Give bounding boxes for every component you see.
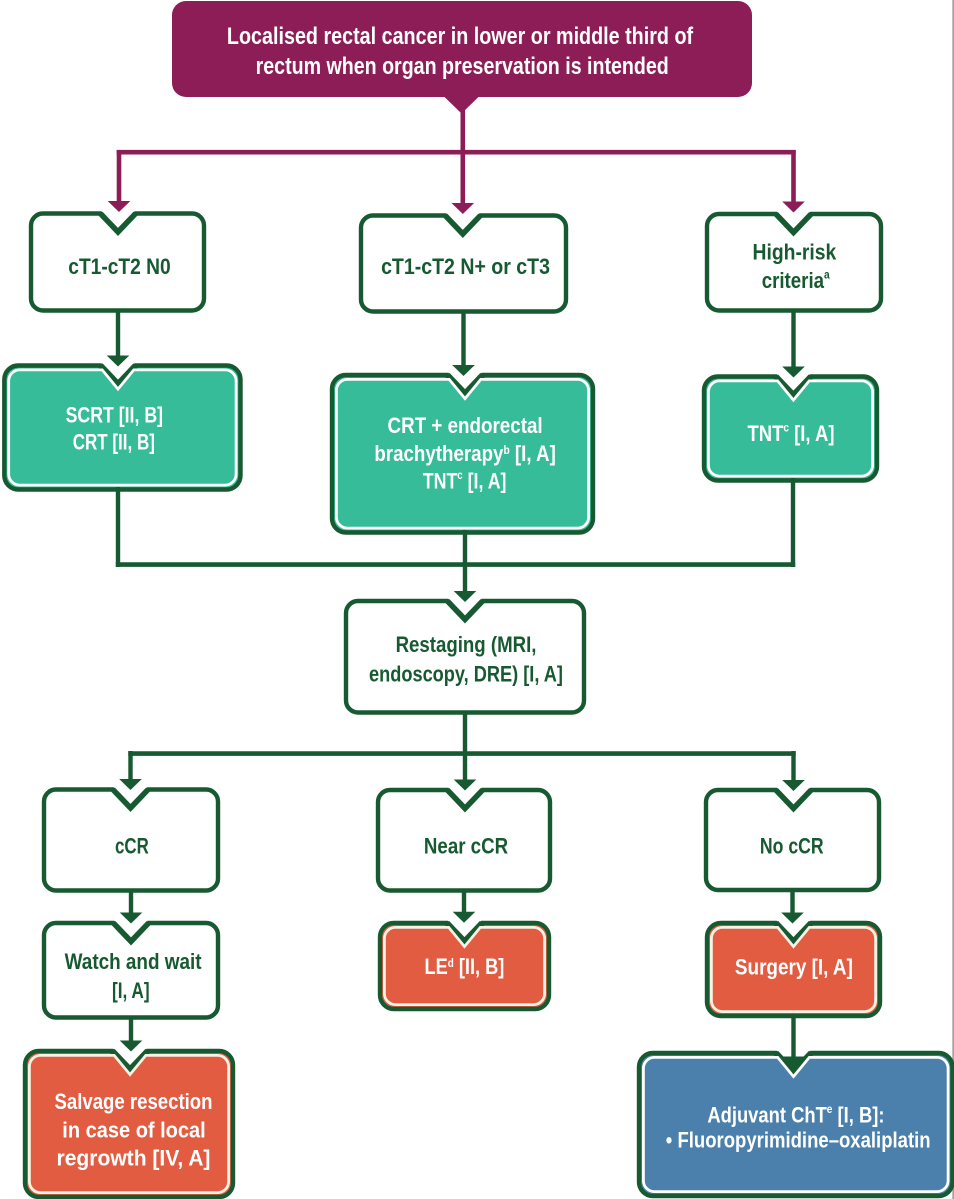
svg-text:LEd [II, B]: LEd [II, B] [424, 955, 504, 979]
svg-text:• Fluoropyrimidine–oxaliplatin: • Fluoropyrimidine–oxaliplatin [666, 1129, 931, 1153]
svg-text:TNTc [I, A]: TNTc [I, A] [423, 469, 507, 494]
svg-text:Restaging (MRI,: Restaging (MRI, [396, 634, 537, 658]
svg-text:rectum when organ preservation: rectum when organ preservation is intend… [256, 52, 669, 79]
svg-text:cCR: cCR [115, 834, 149, 859]
svg-text:cT1-cT2 N+ or cT3: cT1-cT2 N+ or cT3 [381, 255, 550, 279]
svg-text:Salvage resection: Salvage resection [54, 1091, 212, 1115]
svg-text:regrowth [IV, A]: regrowth [IV, A] [57, 1146, 211, 1171]
svg-text:brachytherapyb [I, A]: brachytherapyb [I, A] [374, 443, 555, 467]
svg-text:Near cCR: Near cCR [424, 835, 508, 859]
svg-text:Surgery [I, A]: Surgery [I, A] [735, 955, 853, 980]
svg-text:CRT [II, B]: CRT [II, B] [73, 431, 155, 456]
svg-text:cT1-cT2 N0: cT1-cT2 N0 [68, 255, 170, 279]
svg-text:criteriaa: criteriaa [762, 269, 831, 293]
svg-text:SCRT [II, B]: SCRT [II, B] [66, 404, 163, 428]
svg-text:[I, A]: [I, A] [112, 979, 150, 1003]
svg-text:CRT + endorectal: CRT + endorectal [388, 414, 543, 439]
svg-text:No cCR: No cCR [760, 835, 824, 859]
svg-text:Adjuvant ChTe [I, B]:: Adjuvant ChTe [I, B]: [707, 1103, 884, 1128]
svg-text:Watch and wait: Watch and wait [65, 950, 202, 975]
svg-text:TNTc [I, A]: TNTc [I, A] [748, 422, 835, 447]
svg-text:High-risk: High-risk [753, 240, 837, 264]
svg-text:Localised rectal cancer in low: Localised rectal cancer in lower or midd… [227, 22, 694, 49]
svg-text:endoscopy, DRE) [I, A]: endoscopy, DRE) [I, A] [369, 663, 563, 687]
svg-text:in case of local: in case of local [62, 1119, 205, 1143]
